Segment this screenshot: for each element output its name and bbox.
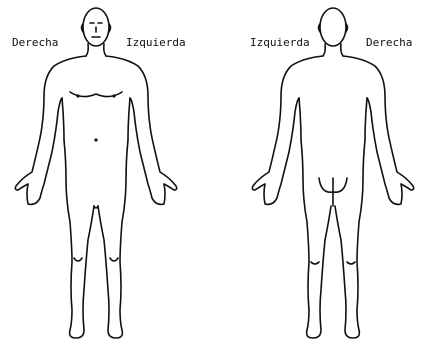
back-right-label: Derecha: [366, 36, 412, 49]
back-head: [320, 8, 346, 46]
front-left-label: Izquierda: [126, 36, 186, 49]
front-right-label: Derecha: [12, 36, 58, 49]
back-left-label: Izquierda: [250, 36, 310, 49]
front-body-figure: [0, 0, 215, 345]
back-body-figure: [215, 0, 430, 345]
